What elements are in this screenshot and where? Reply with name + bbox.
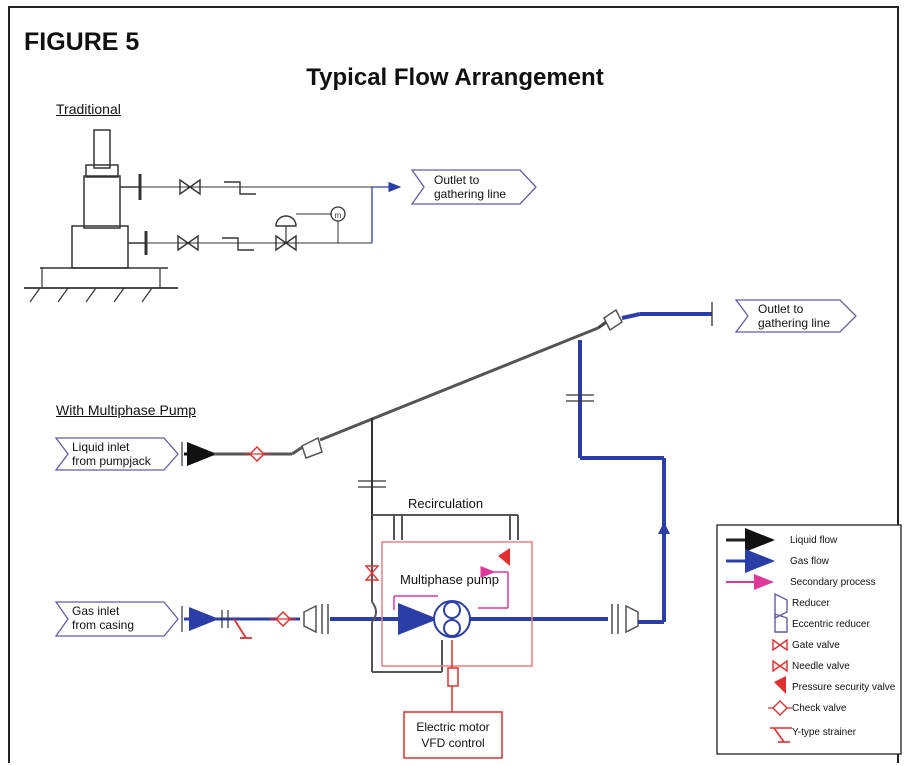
legend-label-gate-valve: Gate valve bbox=[792, 640, 840, 651]
gas-outlet-line bbox=[566, 302, 713, 622]
legend-label-liquid-flow: Liquid flow bbox=[790, 535, 838, 546]
outlet-top-line2: gathering line bbox=[434, 187, 506, 201]
figure-title: Typical Flow Arrangement bbox=[306, 64, 604, 91]
eccentric-reducer-icon bbox=[774, 613, 788, 633]
legend-label-pressure-security-valve: Pressure security valve bbox=[792, 682, 896, 693]
legend-label-reducer: Reducer bbox=[792, 598, 830, 609]
figure-label: FIGURE 5 bbox=[24, 28, 140, 56]
pump-label: Multiphase pump bbox=[400, 572, 499, 587]
legend-label-y-type-strainer: Y-type strainer bbox=[792, 727, 857, 738]
traditional-wellhead: m bbox=[24, 129, 402, 303]
check-valve-icon bbox=[768, 700, 792, 716]
motor-line1: Electric motor bbox=[416, 720, 489, 734]
y-type-strainer-icon bbox=[770, 727, 792, 743]
svg-text:m: m bbox=[335, 211, 342, 220]
outlet-tag-mid: Outlet to gathering line bbox=[734, 299, 857, 333]
figure-frame bbox=[8, 6, 899, 763]
outlet-tag-top: Outlet to gathering line bbox=[410, 169, 537, 205]
legend-label-gas-flow: Gas flow bbox=[790, 556, 830, 567]
recirculation-loop: Recirculation bbox=[364, 496, 519, 673]
pressure-security-valve-icon bbox=[774, 676, 786, 694]
liquid-inlet-line1: Liquid inlet bbox=[72, 440, 130, 454]
gas-inlet-line1: Gas inlet bbox=[72, 604, 120, 618]
pressure-security-valve bbox=[498, 548, 510, 566]
motor-line2: VFD control bbox=[421, 736, 484, 750]
outlet-mid-line2: gathering line bbox=[758, 316, 830, 330]
eccentric-reducer-liquid bbox=[301, 436, 323, 459]
liquid-inlet-tag: Liquid inlet from pumpjack bbox=[54, 437, 179, 471]
legend-label-eccentric-reducer: Eccentric reducer bbox=[792, 619, 870, 630]
gas-inlet-tag: Gas inlet from casing bbox=[54, 601, 179, 637]
gate-valve-icon bbox=[772, 638, 788, 652]
motor-box: Electric motor VFD control bbox=[403, 711, 503, 759]
section-multiphase: With Multiphase Pump bbox=[56, 402, 197, 418]
recirculation-label: Recirculation bbox=[408, 496, 483, 511]
legend-label-needle-valve: Needle valve bbox=[792, 661, 850, 672]
needle-valve-icon bbox=[772, 659, 788, 673]
section-traditional: Traditional bbox=[56, 101, 121, 117]
legend-label-secondary-process: Secondary process bbox=[790, 577, 876, 588]
needle-valve-recirc bbox=[364, 565, 380, 581]
gas-inlet-line2: from casing bbox=[72, 618, 134, 632]
reducer-icon bbox=[774, 592, 788, 620]
liquid-flow-line bbox=[181, 326, 599, 520]
pump-unit: Multiphase pump bbox=[381, 541, 533, 712]
check-valve-liquid bbox=[244, 445, 270, 463]
gas-flow-line bbox=[181, 603, 664, 639]
outlet-top-line1: Outlet to bbox=[434, 173, 480, 187]
liquid-inlet-line2: from pumpjack bbox=[72, 454, 152, 468]
legend-label-check-valve: Check valve bbox=[792, 703, 847, 714]
outlet-mid-line1: Outlet to bbox=[758, 302, 804, 316]
